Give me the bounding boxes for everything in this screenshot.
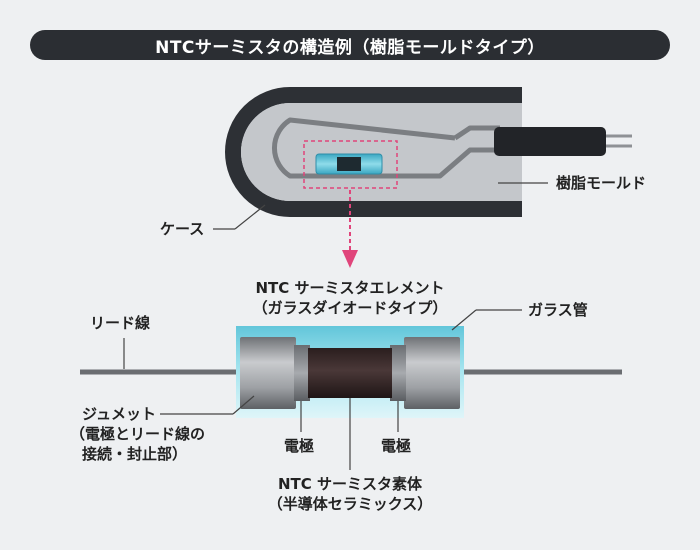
mini-thermistor-element [315, 153, 383, 175]
label-resin-mold: 樹脂モールド [556, 174, 647, 192]
label-case: ケース [160, 220, 205, 238]
label-lead-wire: リード線 [90, 314, 151, 332]
label-ceramic-body: NTC サーミスタ素体 （半導体セラミックス） [230, 474, 470, 514]
leader-lines [123, 182, 548, 470]
dumet-caps [240, 337, 460, 409]
label-element-line1: NTC サーミスタエレメント [255, 279, 445, 297]
label-element-line2: （ガラスダイオードタイプ） [252, 299, 448, 317]
label-electrode-right: 電極 [381, 437, 412, 455]
label-body-line1: NTC サーミスタ素体 [277, 475, 423, 493]
lead-wire-loop [271, 117, 500, 179]
label-glass-tube: ガラス管 [528, 301, 588, 319]
label-electrode-left: 電極 [284, 437, 315, 455]
zoom-arrow [342, 190, 358, 268]
label-dumet-line3: 接続・封止部） [82, 445, 188, 463]
electrodes [294, 345, 406, 401]
ceramic-body [308, 348, 392, 398]
diagram-title: NTCサーミスタの構造例（樹脂モールドタイプ） [155, 37, 545, 58]
label-dumet: ジュメット （電極とリード線の 接続・封止部） [70, 404, 205, 464]
label-body-line2: （半導体セラミックス） [267, 495, 433, 513]
label-dumet-line2: （電極とリード線の [70, 425, 206, 443]
title-bar: NTCサーミスタの構造例（樹脂モールドタイプ） [30, 30, 670, 60]
label-dumet-line1: ジュメット [82, 405, 156, 423]
label-element: NTC サーミスタエレメント （ガラスダイオードタイプ） [240, 278, 460, 318]
cable [494, 127, 632, 156]
